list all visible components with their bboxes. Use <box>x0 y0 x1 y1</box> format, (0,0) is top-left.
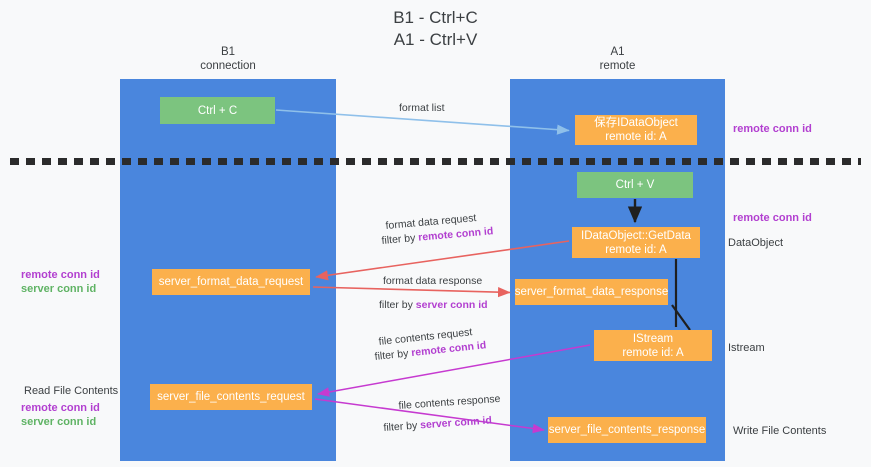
node-getdata-lines: IDataObject::GetData remote id: A <box>581 229 691 257</box>
node-idataobject-getdata[interactable]: IDataObject::GetData remote id: A <box>572 227 700 258</box>
annotation-remote-conn-id-mid: remote conn id <box>733 212 812 224</box>
diagram-title: B1 - Ctrl+C A1 - Ctrl+V <box>0 7 871 51</box>
flow-label-format-list: format list <box>399 102 445 114</box>
node-save-idataobject-line2: remote id: A <box>605 131 667 143</box>
annotation-remote-conn-id-top: remote conn id <box>733 123 812 135</box>
node-getdata-line2: remote id: A <box>605 243 667 256</box>
node-server-file-contents-request-label: server_file_contents_request <box>157 391 305 403</box>
node-ctrl-c[interactable]: Ctrl + C <box>160 97 275 124</box>
node-server-file-contents-response-label: server_file_contents_response <box>548 424 706 436</box>
filter-prefix: filter by <box>381 231 419 247</box>
swimlane-header-a1: A1 remote <box>510 45 725 73</box>
node-server-file-contents-request[interactable]: server_file_contents_request <box>150 384 312 410</box>
title-line-2: A1 - Ctrl+V <box>393 30 478 49</box>
node-ctrl-v[interactable]: Ctrl + V <box>577 172 693 198</box>
server-conn-id-token: server conn id <box>419 414 493 432</box>
node-istream-line2: remote id: A <box>622 346 684 359</box>
node-istream-line1: IStream <box>632 332 674 345</box>
annotation-read-file-contents: Read File Contents <box>24 385 119 397</box>
node-getdata-line1: IDataObject::GetData <box>581 229 691 242</box>
title-line-1: B1 - Ctrl+C <box>393 8 478 27</box>
flow-label-file-contents-response: file contents response <box>398 392 501 412</box>
annotation-istream: Istream <box>728 342 765 354</box>
node-server-format-data-request-label: server_format_data_request <box>158 276 304 288</box>
annotation-dataobject: DataObject <box>728 237 784 249</box>
phase-divider-dashed-line <box>10 158 861 165</box>
node-server-format-data-response[interactable]: server_format_data_response <box>515 279 668 305</box>
node-server-file-contents-response[interactable]: server_file_contents_response <box>548 417 706 443</box>
remote-conn-id-label: remote conn id <box>21 402 100 414</box>
flow-label-file-contents-response-filter: filter by server conn id <box>383 413 492 435</box>
node-save-idataobject[interactable]: 保存IDataObject remote id: A <box>575 115 697 145</box>
node-server-format-data-response-label: server_format_data_response <box>514 286 669 298</box>
swimlane-header-b1: B1 connection <box>120 45 336 73</box>
annotation-left-ids-mid: remote conn id server conn id <box>21 268 100 296</box>
annotation-write-file-contents: Write File Contents <box>733 425 827 437</box>
remote-conn-id-label: remote conn id <box>21 269 100 281</box>
flow-label-format-data-response: format data response <box>383 275 483 287</box>
node-server-format-data-request[interactable]: server_format_data_request <box>152 269 310 295</box>
filter-prefix: filter by <box>383 419 421 434</box>
node-istream-lines: IStream remote id: A <box>622 332 683 360</box>
server-conn-id-label: server conn id <box>21 416 97 428</box>
swimlane-a1-title: A1 <box>610 46 625 58</box>
node-ctrl-v-label: Ctrl + V <box>615 179 655 191</box>
swimlane-a1-subtitle: remote <box>599 60 636 72</box>
filter-prefix: filter by <box>374 347 412 363</box>
annotation-left-ids-bottom: remote conn id server conn id <box>21 401 100 429</box>
node-save-idataobject-lines: 保存IDataObject remote id: A <box>594 116 678 144</box>
server-conn-id-label: server conn id <box>21 283 97 295</box>
node-istream[interactable]: IStream remote id: A <box>594 330 712 361</box>
swimlane-b1-title: B1 <box>220 46 236 58</box>
server-conn-id-token: server conn id <box>415 299 488 311</box>
node-save-idataobject-line1: 保存IDataObject <box>594 117 678 129</box>
swimlane-b1-subtitle: connection <box>200 60 256 72</box>
filter-prefix: filter by <box>379 299 416 311</box>
flow-label-format-data-response-filter: filter by server conn id <box>379 298 488 312</box>
node-ctrl-c-label: Ctrl + C <box>197 104 238 117</box>
